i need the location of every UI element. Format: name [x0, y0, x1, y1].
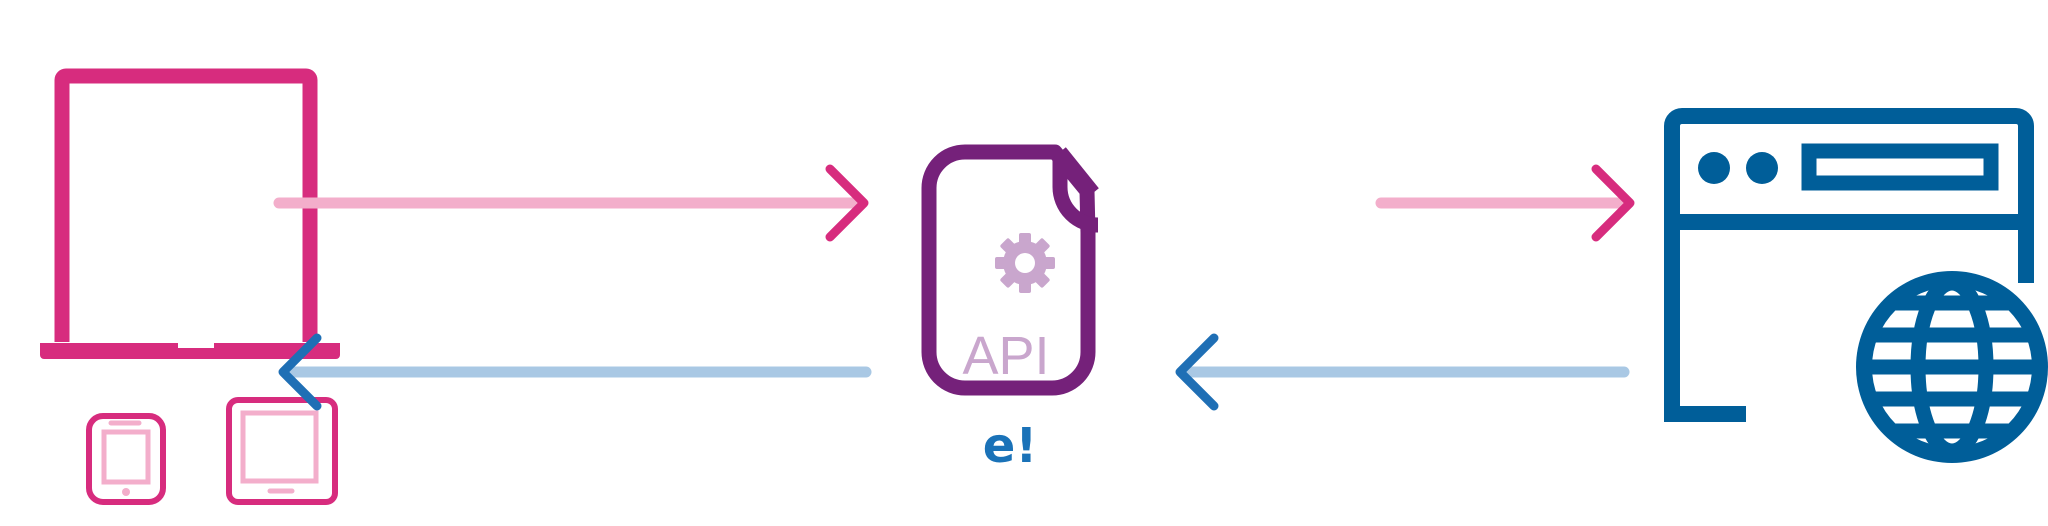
phone-icon	[86, 413, 166, 505]
logo-text: e!	[983, 418, 1037, 474]
request-arrow-api-to-server	[1375, 164, 1635, 242]
api-label: API	[962, 326, 1049, 386]
api-document-icon: API	[921, 144, 1099, 396]
response-arrow-api-to-clients	[278, 333, 872, 411]
globe-icon	[1856, 271, 2048, 463]
request-arrow-clients-to-api	[273, 164, 869, 242]
browser-window-icon	[1664, 108, 2034, 422]
gear-icon	[995, 233, 1055, 293]
laptop-icon	[40, 68, 340, 359]
tablet-icon	[226, 397, 338, 505]
response-arrow-server-to-api	[1175, 333, 1630, 411]
